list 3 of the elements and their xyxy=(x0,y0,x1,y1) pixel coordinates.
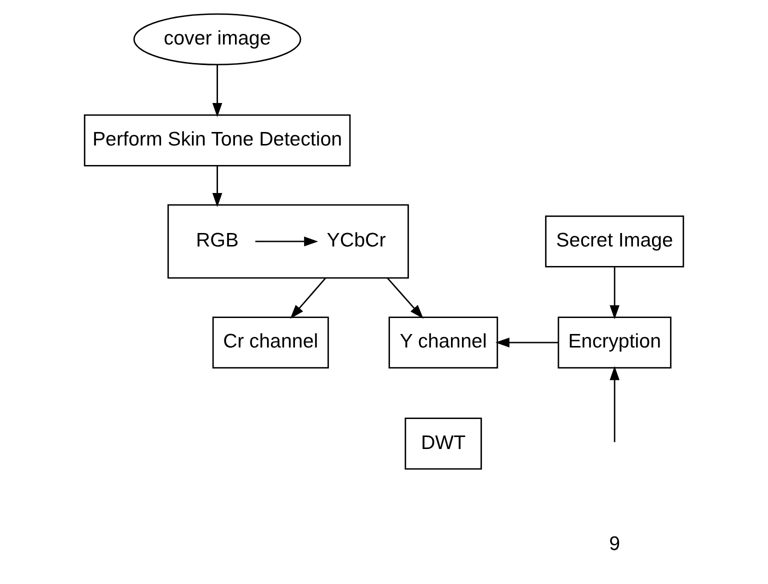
node-text: YCbCr xyxy=(326,230,386,252)
label: 9 xyxy=(609,532,620,555)
node-text: RGB xyxy=(196,230,239,252)
